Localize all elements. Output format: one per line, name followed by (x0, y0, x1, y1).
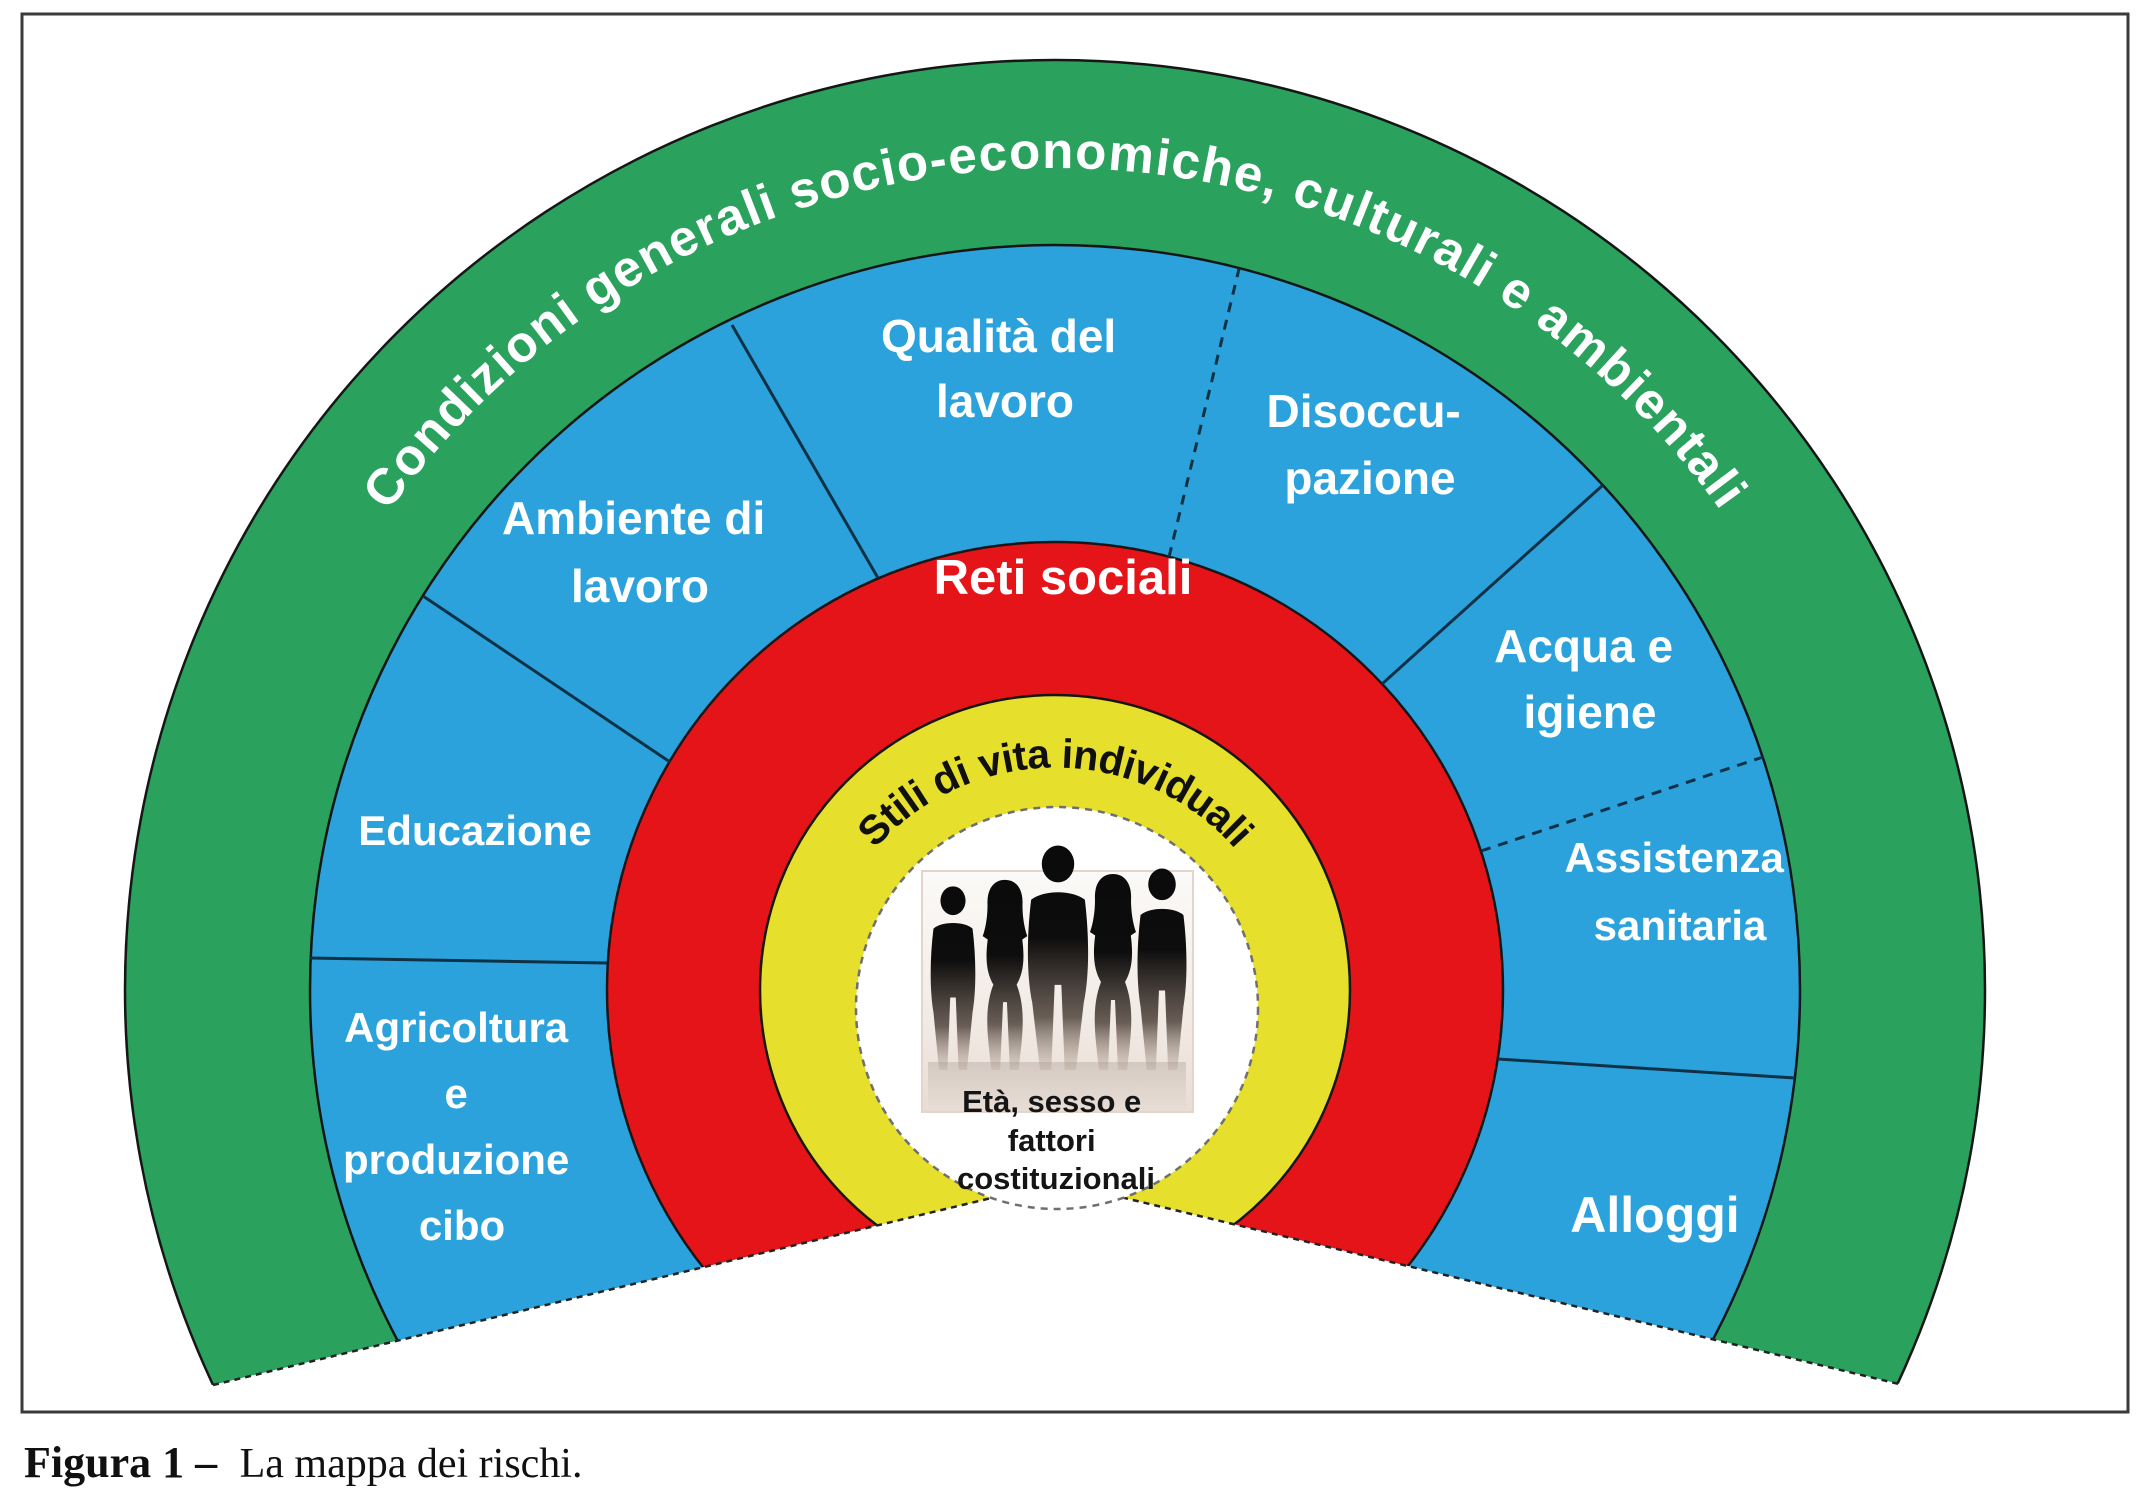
core-label: Età, sesso e fattori costituzionali (957, 1084, 1155, 1196)
social-networks-label: Reti sociali (934, 551, 1193, 605)
segment-label-alloggi: Alloggi (1570, 1187, 1739, 1243)
segment-label-qualita: Qualità del lavoro (881, 310, 1129, 427)
people-silhouettes-image (930, 845, 1187, 1070)
segment-label-acqua: Acqua e igiene (1494, 620, 1686, 738)
person-silhouette (982, 879, 1028, 1070)
figure-border (20, 12, 2130, 1414)
divider-disoccupazione-acqua (1380, 483, 1605, 686)
segment-label-disoccupazione: Disoccu- pazione (1266, 385, 1473, 504)
core-label-line: fattori (1008, 1123, 1096, 1158)
figure-caption-label: Figura 1 – (24, 1438, 218, 1487)
segment-label-educazione: Educazione (358, 807, 591, 854)
fan-bottom-mask (0, 1182, 2154, 1500)
divider-ambiente-qualita (730, 324, 880, 579)
divider-educazione-ambiente (422, 594, 671, 764)
people-reflection (928, 1062, 1186, 1110)
divider-qualita-disoccupazione (1167, 268, 1241, 558)
person-silhouette (1090, 874, 1136, 1070)
person-silhouette (1137, 868, 1187, 1070)
segment-label-assistenza: Assistenza sanitaria (1564, 834, 1795, 949)
core-label-line: costituzionali (957, 1161, 1155, 1196)
segment-label-agricoltura: Agricoltura e produzione cibo (343, 1004, 581, 1249)
divider-acqua-assistenza (1480, 755, 1764, 853)
divider-agricoltura-educazione (309, 956, 608, 965)
figure-caption: Figura 1 – La mappa dei rischi. (24, 1438, 582, 1487)
figure-caption-text: La mappa dei rischi. (240, 1441, 583, 1487)
core-label-line: Età, sesso e (962, 1084, 1141, 1119)
divider-assistenza-alloggi (1497, 1057, 1796, 1080)
person-silhouette (1027, 845, 1089, 1070)
segment-label-ambiente: Ambiente di lavoro (502, 492, 778, 612)
person-silhouette (930, 886, 976, 1070)
